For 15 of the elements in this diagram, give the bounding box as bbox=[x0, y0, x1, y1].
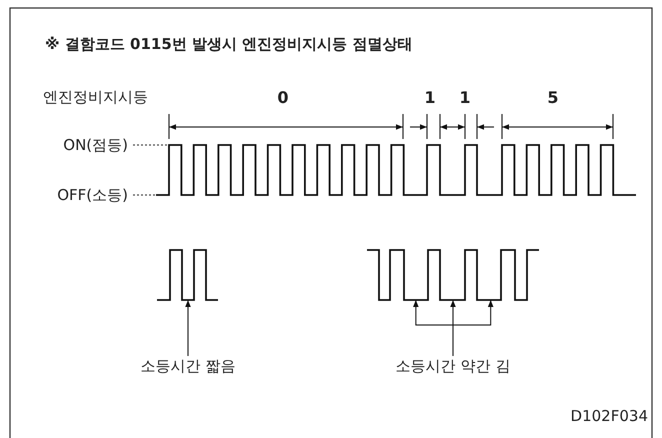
annotation-text: 소등시간 짧음 bbox=[140, 358, 236, 374]
leader-line bbox=[185, 300, 191, 356]
code-digit: 1 bbox=[459, 89, 471, 107]
level-label: ON(점등) bbox=[63, 136, 128, 154]
title: ※ 결함코드 0115번 발생시 엔진정비지시등 점멸상태 bbox=[45, 36, 412, 52]
code-digit: 0 bbox=[277, 89, 289, 107]
pulse-waveform bbox=[367, 249, 539, 301]
code-digit: 1 bbox=[424, 89, 436, 107]
leader-line bbox=[452, 300, 494, 356]
code-digit: 5 bbox=[547, 89, 559, 107]
level-label: OFF(소등) bbox=[57, 186, 128, 204]
figure-code: D102F034 bbox=[570, 408, 648, 424]
signal-name: 엔진정비지시등 bbox=[43, 89, 148, 106]
annotation-text: 소등시간 약간 김 bbox=[396, 358, 510, 374]
pulse-waveform bbox=[157, 249, 218, 301]
